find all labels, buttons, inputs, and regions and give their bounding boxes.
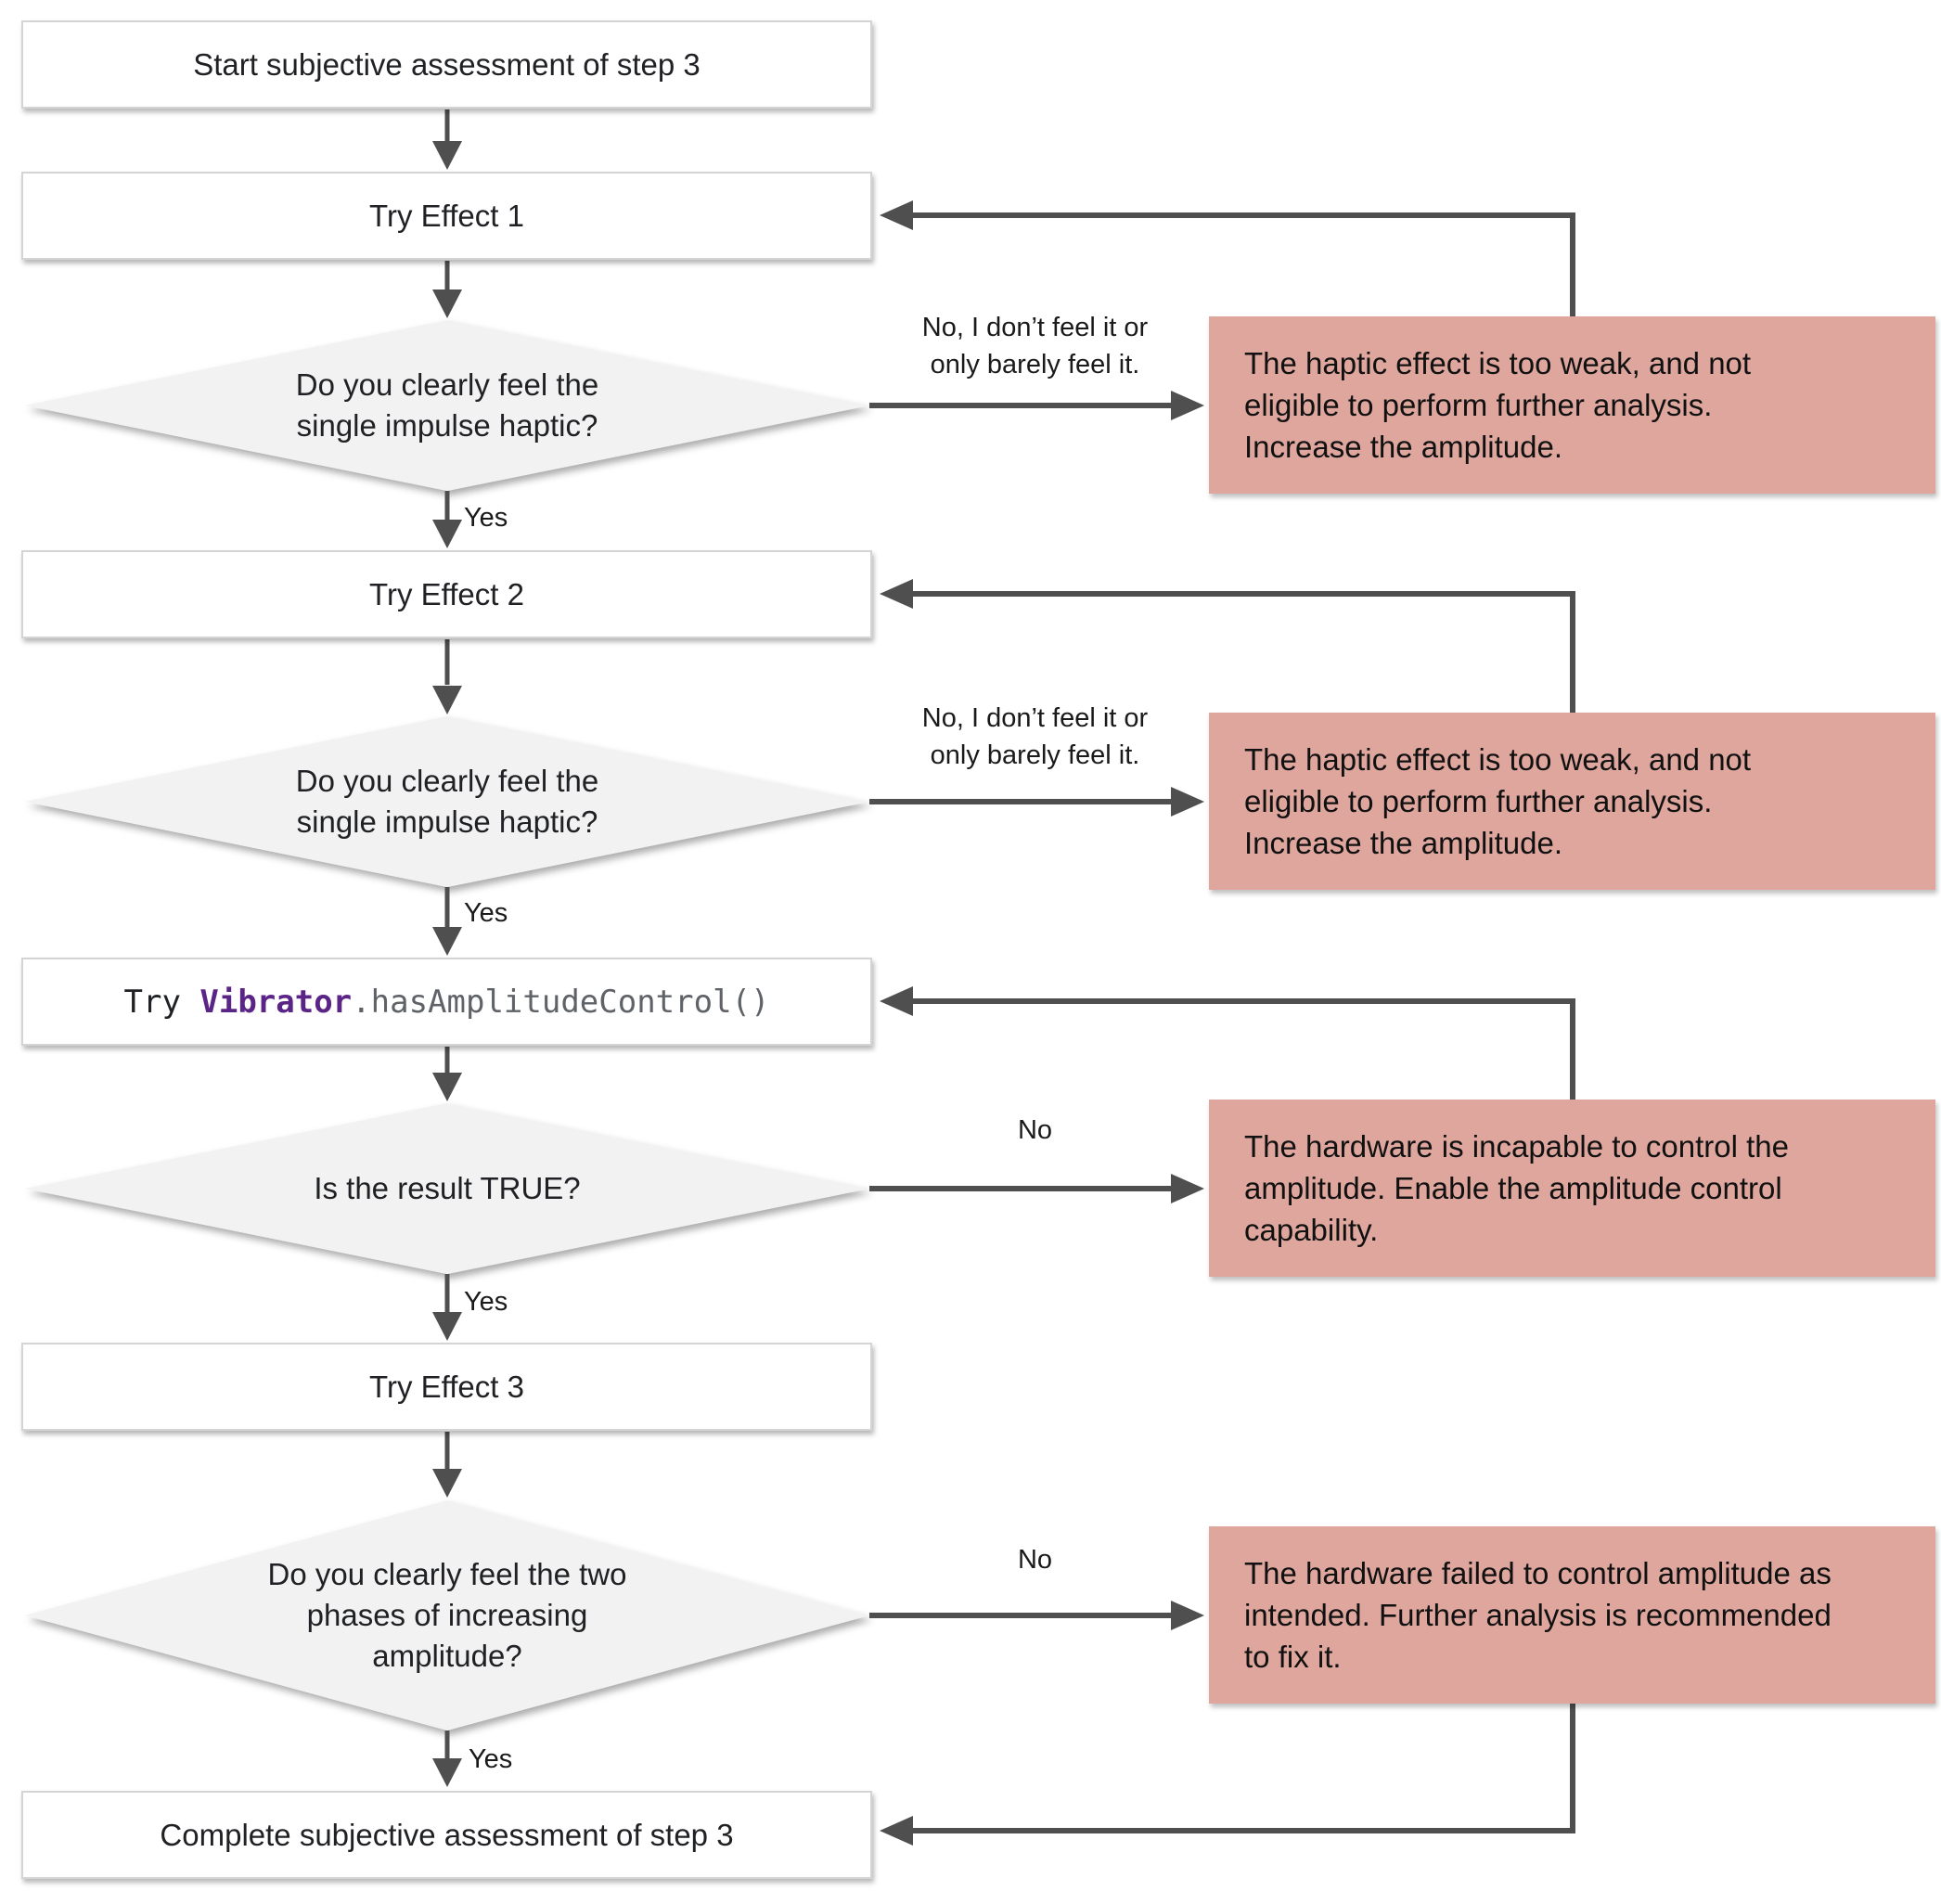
decision-label-result-true: Is the result TRUE? [314,1171,581,1205]
callout-too-weak-2: The haptic effect is too weak, and not e… [1209,713,1935,890]
node-try-effect-2: Try Effect 2 [21,550,872,638]
arrowhead-q2-to-api [432,927,462,956]
code-method-call: .hasAmplitudeControl() [352,983,770,1021]
arrowhead-callout1-to-effect1 [880,200,913,230]
loop-arrows [880,200,1575,1846]
loop-callout1-to-effect1 [912,212,1575,316]
arrowhead-q4-to-complete [432,1758,462,1787]
decision-label-two-phases: Do you clearly feel the two phases of in… [267,1557,627,1673]
code-prefix: Try [123,983,200,1021]
edge-label-no-feel-1: No, I don’t feel it or only barely feel … [921,313,1149,380]
decision-diamond-1 [25,320,869,491]
code-keyword-vibrator: Vibrator [199,983,353,1021]
arrowhead-q1-to-effect2 [432,520,462,548]
arrowhead-callout4-to-complete [880,1816,913,1846]
arrowhead-effect3-to-q4 [432,1469,462,1498]
callout-too-weak-1: The haptic effect is too weak, and not e… [1209,316,1935,494]
loop-callout3-to-api [912,998,1575,1100]
edge-label-yes-3: Yes [464,1287,508,1317]
edge-label-no-feel-2: No, I don’t feel it or only barely feel … [921,703,1149,770]
callout-failed: The hardware failed to control amplitude… [1209,1526,1935,1704]
vertical-arrows [432,109,462,1787]
decision-diamond-3 [25,1103,869,1274]
node-complete: Complete subjective assessment of step 3 [21,1791,872,1879]
decision-label-single-impulse-2: Do you clearly feel the single impulse h… [295,764,599,839]
node-try-effect-1: Try Effect 1 [21,172,872,260]
code-snippet: Try Vibrator.hasAmplitudeControl() [124,984,770,1021]
arrowhead-q3-to-callout3 [1171,1174,1204,1203]
callout-incapable: The hardware is incapable to control the… [1209,1100,1935,1277]
no-arrows [869,391,1204,1630]
node-try-effect-3: Try Effect 3 [21,1343,872,1431]
edge-label-no-4: No [1017,1545,1053,1575]
arrowhead-q4-to-callout4 [1171,1601,1204,1630]
edge-label-yes-1: Yes [464,503,508,533]
arrowhead-effect1-to-q1 [432,289,462,318]
arrowhead-q1-to-callout1 [1171,391,1204,420]
decision-label-single-impulse-1: Do you clearly feel the single impulse h… [295,367,599,443]
loop-callout2-to-effect2 [912,591,1575,713]
edge-label-no-3: No [1017,1115,1053,1145]
edge-label-yes-2: Yes [464,898,508,928]
node-api-call: Try Vibrator.hasAmplitudeControl() [21,958,872,1046]
decision-diamond-4 [25,1500,869,1730]
arrowhead-q2-to-callout2 [1171,787,1204,817]
arrowhead-q3-to-effect3 [432,1312,462,1341]
arrowhead-callout2-to-effect2 [880,579,913,609]
arrowhead-start-to-effect1 [432,141,462,170]
arrowhead-effect2-to-q2 [432,686,462,714]
edge-label-yes-4: Yes [469,1744,513,1774]
node-start: Start subjective assessment of step 3 [21,20,872,109]
elbow-callout4-to-complete [912,1704,1575,1833]
decision-diamond-2 [25,716,869,887]
arrowhead-callout3-to-api [880,986,913,1016]
arrowhead-api-to-q3 [432,1073,462,1101]
